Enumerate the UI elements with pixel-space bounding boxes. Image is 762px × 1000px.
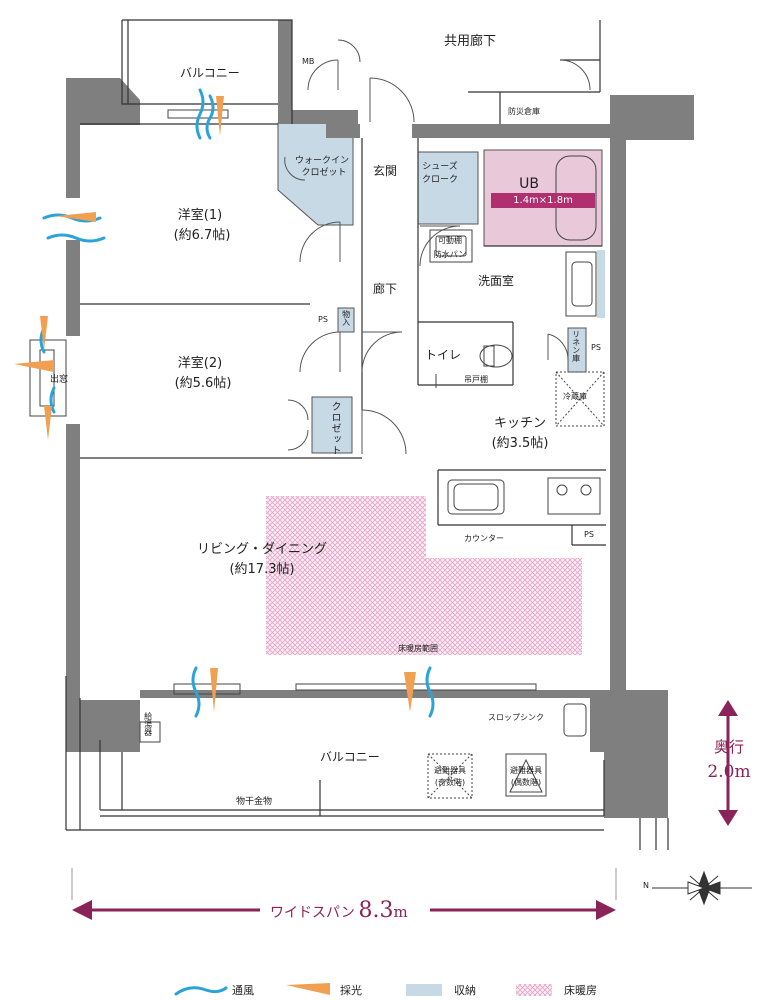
closet-fill — [311, 396, 353, 454]
escape-even-label-1: 避難器具 — [510, 766, 542, 775]
ub-size-badge: 1.4m×1.8m — [491, 193, 595, 208]
shoes-cloak-fill — [417, 151, 479, 225]
daylight-arrows — [14, 96, 416, 712]
walkin-closet-label-2: クロゼット — [301, 168, 347, 178]
floor-heating-area-label: 床暖房範囲 — [398, 644, 438, 653]
span-value: 8.3 — [358, 898, 394, 923]
closet-label: クロゼット — [329, 401, 340, 456]
fridge-label: 冷蔵庫 — [563, 392, 587, 401]
depth-arrow — [718, 700, 738, 826]
span-unit: m — [393, 903, 408, 921]
room2-label: 洋室(2) — [177, 356, 223, 371]
shoes-cloak-label-2: クローク — [421, 175, 459, 185]
laundry-hardware-label: 物干金物 — [236, 797, 273, 807]
ps-label-1: PS — [318, 315, 328, 324]
water-heater-label: 給湯器 — [143, 712, 153, 736]
linen-label: リネン庫 — [571, 330, 581, 362]
entrance-label: 玄関 — [373, 164, 398, 178]
legend-storage-label: 収納 — [454, 984, 476, 997]
living-label: リビング・ダイニング — [196, 542, 328, 557]
waterproof-pan-label: 防水パン — [433, 250, 467, 259]
north-label: N — [643, 881, 649, 890]
disaster-storage-label: 防災倉庫 — [508, 107, 540, 116]
legend-daylight-label: 採光 — [340, 984, 362, 997]
shoes-cloak-label-1: シューズ — [422, 162, 458, 172]
ps-label-3: PS — [584, 530, 594, 539]
corridor-label: 廊下 — [373, 282, 398, 296]
walls — [66, 20, 694, 818]
common-corridor-label: 共用廊下 — [444, 34, 497, 49]
interior-lines — [65, 19, 669, 850]
living-size-label: (約17.3帖) — [229, 562, 295, 577]
balcony-bottom-label: バルコニー — [320, 750, 380, 764]
kitchen-size-label: (約3.5帖) — [491, 436, 549, 451]
floor-heating-area — [266, 496, 582, 655]
span-label: ワイドスパン 8.3m — [270, 898, 408, 924]
north-compass-icon — [652, 870, 752, 906]
counter-label: カウンター — [464, 534, 504, 543]
daylight-icon — [286, 983, 330, 995]
ventilation-icon — [174, 986, 228, 996]
fixtures — [139, 229, 605, 799]
escape-odd-label-2: (奇数階) — [434, 778, 466, 787]
ps-label-2: PS — [591, 343, 601, 352]
room2-size-label: (約5.6帖) — [174, 376, 232, 391]
depth-label: 奥行 — [713, 738, 745, 756]
balcony-top-label: バルコニー — [180, 66, 240, 80]
movable-shelf-label: 可動棚 — [438, 236, 462, 245]
hanging-shelf-label: 吊戸棚 — [464, 375, 488, 384]
mb-label: MB — [302, 57, 315, 66]
storage-small-label: 物入 — [341, 310, 351, 326]
room1-label: 洋室(1) — [177, 208, 223, 223]
storage-swatch — [406, 984, 442, 996]
washroom-label: 洗面室 — [478, 274, 515, 288]
floor-heating-swatch — [516, 984, 552, 996]
room1-size-label: (約6.7帖) — [173, 228, 231, 243]
wash-shelf-fill — [597, 250, 605, 318]
walkin-closet-label-1: ウォークイン — [294, 156, 350, 166]
bay-window-label: 出窓 — [50, 375, 69, 385]
slop-sink-label: スロップシンク — [488, 713, 544, 722]
toilet-label: トイレ — [425, 348, 462, 362]
doors — [284, 39, 591, 455]
legend-floor-heating-label: 床暖房 — [564, 984, 597, 997]
legend-icons — [174, 983, 552, 996]
kitchen-label: キッチン — [493, 416, 547, 431]
storage-small-fill — [337, 307, 355, 333]
span-label-text: ワイドスパン — [270, 905, 355, 921]
escape-odd-label-1: 避難器具 — [434, 766, 466, 775]
escape-even-label-2: (偶数階) — [510, 778, 542, 787]
depth-value: 2.0m — [707, 762, 751, 782]
legend-ventilation-label: 通風 — [232, 984, 254, 997]
span-arrow — [71, 868, 617, 920]
ub-label: UB — [519, 176, 539, 192]
